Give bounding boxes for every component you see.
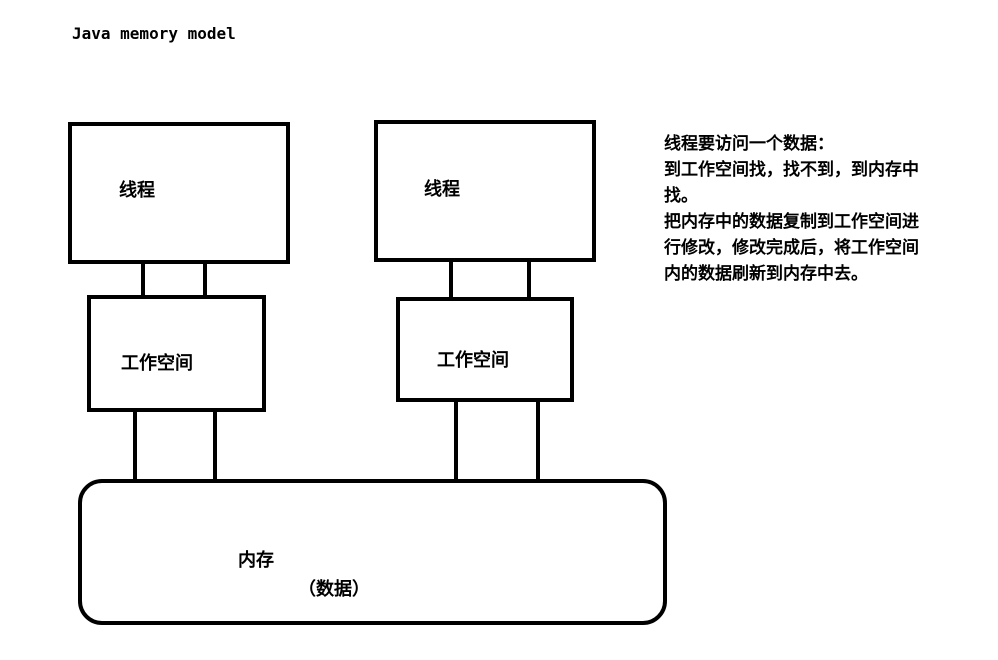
note-line: 内的数据刷新到内存中去。	[664, 264, 868, 284]
note-line: 线程要访问一个数据：	[664, 134, 834, 154]
note-line: 行修改，修改完成后，将工作空间	[664, 238, 919, 258]
workspace-label-1: 工作空间	[121, 353, 193, 374]
memory-sublabel: （数据）	[298, 579, 370, 600]
thread-box-1	[68, 122, 290, 264]
note-line: 把内存中的数据复制到工作空间进	[664, 212, 919, 232]
thread-box-2	[374, 120, 596, 262]
note-line: 找。	[664, 186, 698, 206]
explanation-notes: 线程要访问一个数据： 到工作空间找，找不到，到内存中 找。 把内存中的数据复制到…	[664, 131, 994, 287]
workspace-box-1	[87, 295, 266, 412]
thread-label-2: 线程	[424, 179, 460, 200]
thread-label-1: 线程	[119, 180, 155, 201]
workspace-label-2: 工作空间	[437, 350, 509, 371]
memory-label: 内存	[238, 550, 274, 571]
memory-box	[78, 479, 667, 625]
diagram-title: Java memory model	[72, 24, 236, 43]
note-line: 到工作空间找，找不到，到内存中	[664, 160, 919, 180]
workspace-box-2	[396, 297, 574, 402]
